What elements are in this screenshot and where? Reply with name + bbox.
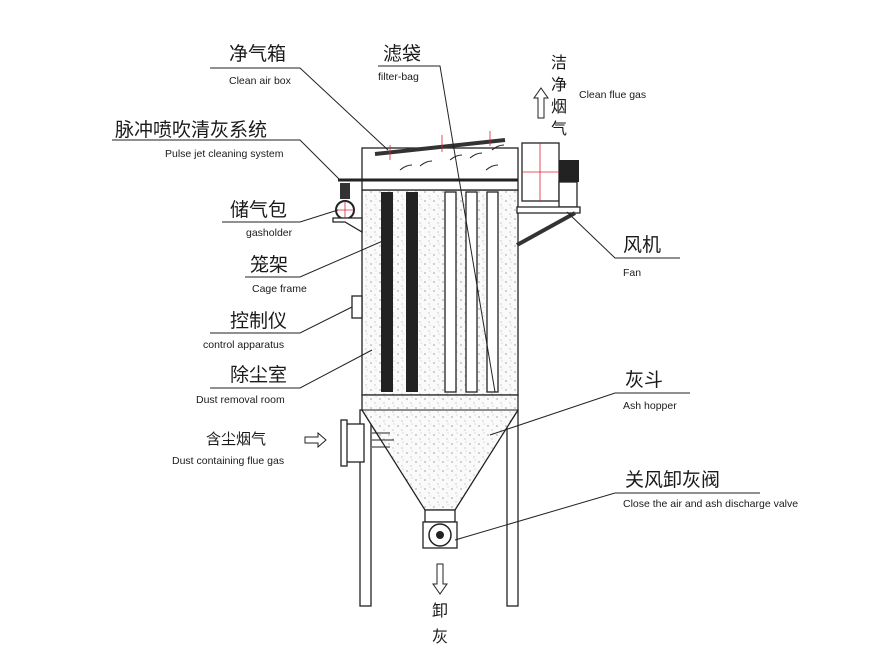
filter-bags — [381, 191, 499, 393]
filter-bag-label-en: filter-bag — [378, 71, 419, 83]
pulse-jet-label: 脉冲喷吹清灰系统 — [115, 119, 267, 141]
control-label-en: control apparatus — [203, 339, 284, 351]
dust-room-label-en: Dust removal room — [196, 394, 285, 406]
cage-frame-label: 笼架 — [250, 254, 288, 276]
gasholder-label-en: gasholder — [246, 227, 293, 239]
gasholder-label: 储气包 — [230, 199, 287, 221]
discharge-char: 灰 — [432, 627, 448, 646]
clean-air-box-label: 净气箱 — [229, 43, 286, 65]
ash-hopper — [361, 394, 519, 511]
control-box — [351, 295, 363, 319]
ash-hopper-label-en: Ash hopper — [623, 400, 677, 412]
clean-gas-char: 洁 — [551, 53, 567, 72]
fan-unit — [516, 142, 581, 247]
control-label: 控制仪 — [230, 310, 287, 332]
clean-gas-label-en: Clean flue gas — [579, 89, 646, 101]
pulse-jet-label-en: Pulse jet cleaning system — [165, 148, 284, 160]
fan-label: 风机 — [623, 234, 661, 256]
inlet-arrow-icon — [304, 431, 327, 449]
clean-gas-char: 气 — [551, 119, 567, 138]
rotary-valve — [422, 509, 458, 549]
discharge-arrow-icon — [432, 563, 448, 595]
clean-air-box — [361, 147, 519, 191]
gasholder-tank — [332, 183, 363, 234]
clean-air-box-label-en: Clean air box — [229, 75, 292, 87]
clean-gas-arrow-icon — [533, 87, 549, 119]
valve-label: 关风卸灰阀 — [625, 469, 720, 491]
fan-label-en: Fan — [623, 267, 641, 279]
dust-gas-label-en: Dust containing flue gas — [172, 455, 284, 467]
dust-gas-label: 含尘烟气 — [206, 430, 266, 448]
leader-lines — [112, 65, 760, 541]
valve-label-en: Close the air and ash discharge valve — [623, 498, 798, 510]
cage-frame-label-en: Cage frame — [252, 283, 307, 295]
discharge-char: 卸 — [432, 601, 448, 620]
filter-bag-label: 滤袋 — [383, 43, 421, 65]
clean-gas-char: 净 — [551, 75, 567, 94]
inlet-pipe — [340, 419, 394, 467]
dust-room-label: 除尘室 — [230, 364, 287, 386]
clean-gas-char: 烟 — [551, 97, 567, 116]
ash-hopper-label: 灰斗 — [625, 369, 663, 391]
top-pipe — [374, 138, 506, 156]
